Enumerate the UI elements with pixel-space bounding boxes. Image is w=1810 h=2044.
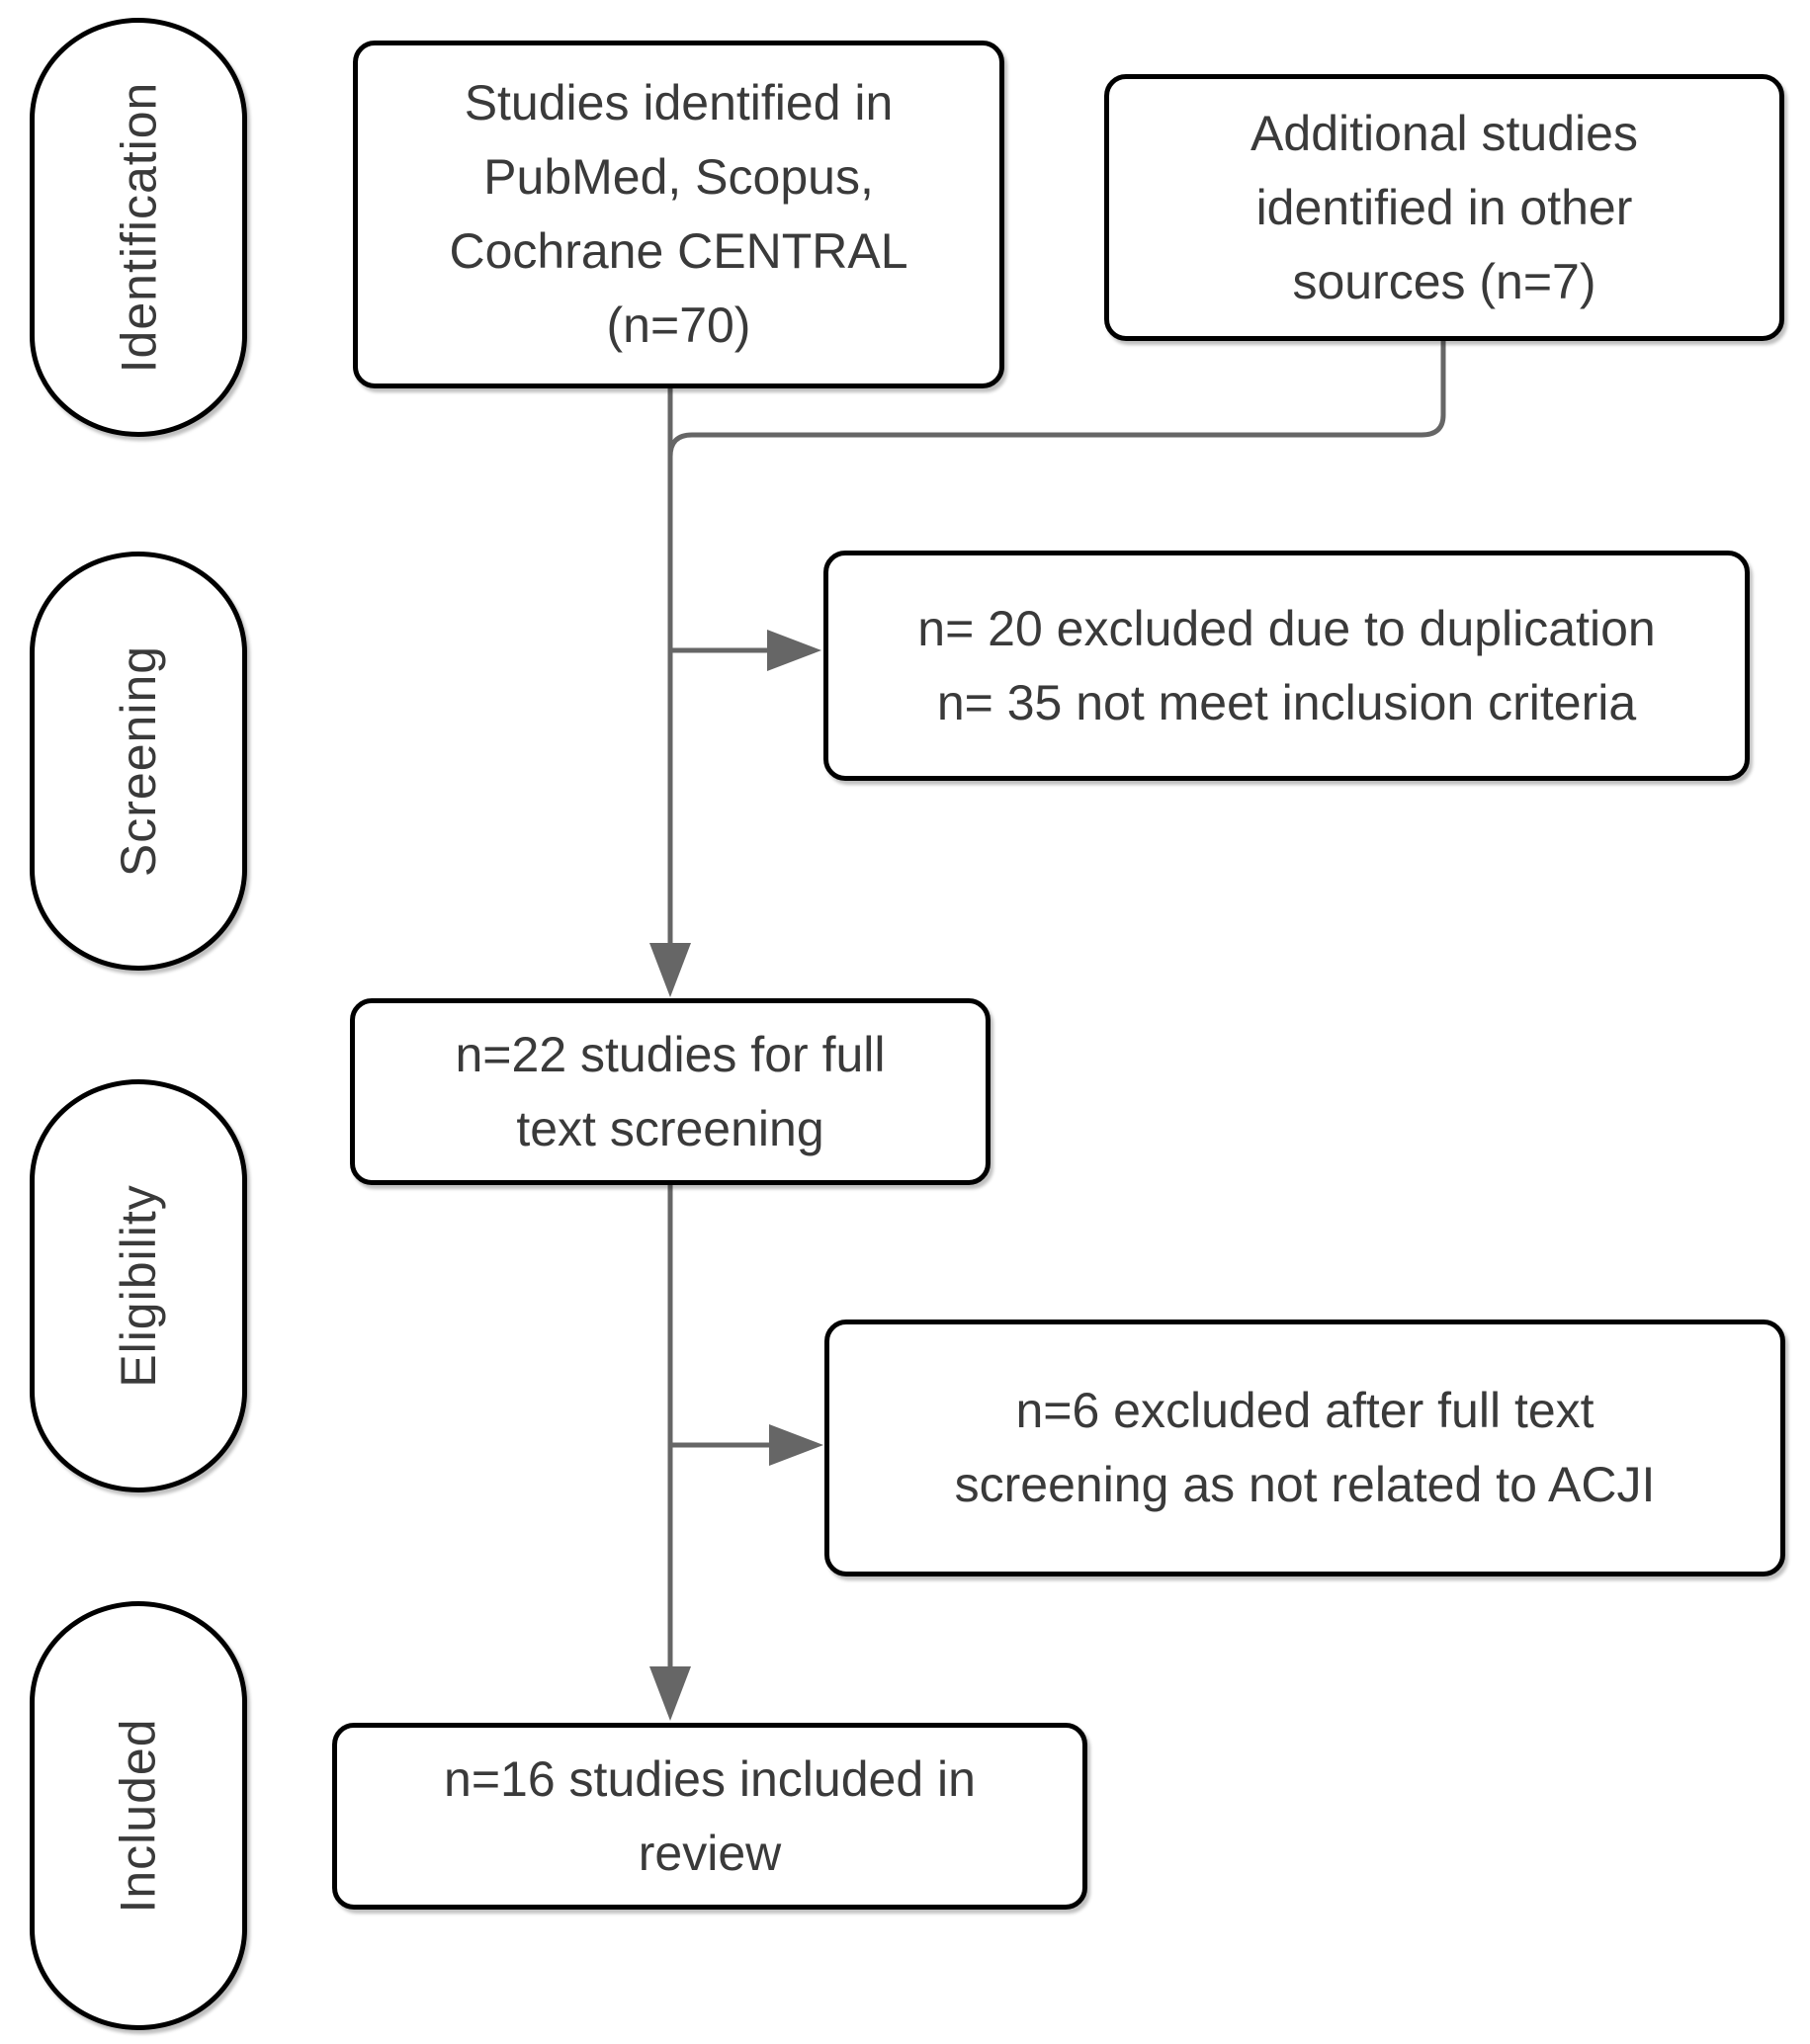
stage-pill-screening: Screening (30, 552, 247, 971)
connector-additional-sources (667, 341, 1446, 458)
box-fulltext-screening: n=22 studies for full text screening (350, 998, 991, 1185)
arrowhead-into-screening-exclusion-box (767, 630, 821, 671)
box-included-in-review-text: n=16 studies included in review (444, 1750, 976, 1881)
stage-label-eligibility: Eligibility (110, 1184, 166, 1388)
arrowhead-into-included-box (649, 1666, 691, 1721)
stage-pill-eligibility: Eligibility (30, 1079, 247, 1492)
box-screening-exclusions: n= 20 excluded due to duplication n= 35 … (823, 551, 1750, 781)
stage-pill-identification: Identification (30, 18, 247, 437)
stage-pill-included: Included (30, 1601, 247, 2030)
box-additional-studies-text: Additional studies identified in other s… (1250, 105, 1638, 309)
stage-label-identification: Identification (111, 81, 166, 374)
box-fulltext-screening-text: n=22 studies for full text screening (455, 1026, 886, 1156)
arrowhead-into-fulltext-box (649, 943, 691, 997)
box-studies-identified-text: Studies identified in PubMed, Scopus, Co… (449, 75, 908, 353)
box-eligibility-exclusions-text: n=6 excluded after full text screening a… (954, 1383, 1656, 1512)
box-included-in-review: n=16 studies included in review (332, 1723, 1087, 1910)
arrowhead-into-eligibility-exclusion-box (769, 1424, 823, 1466)
box-additional-studies: Additional studies identified in other s… (1104, 74, 1784, 341)
box-studies-identified: Studies identified in PubMed, Scopus, Co… (353, 41, 1004, 388)
box-eligibility-exclusions: n=6 excluded after full text screening a… (824, 1320, 1785, 1576)
stage-label-screening: Screening (111, 644, 166, 878)
stage-label-included: Included (110, 1718, 166, 1914)
box-screening-exclusions-text: n= 20 excluded due to duplication n= 35 … (917, 600, 1656, 730)
